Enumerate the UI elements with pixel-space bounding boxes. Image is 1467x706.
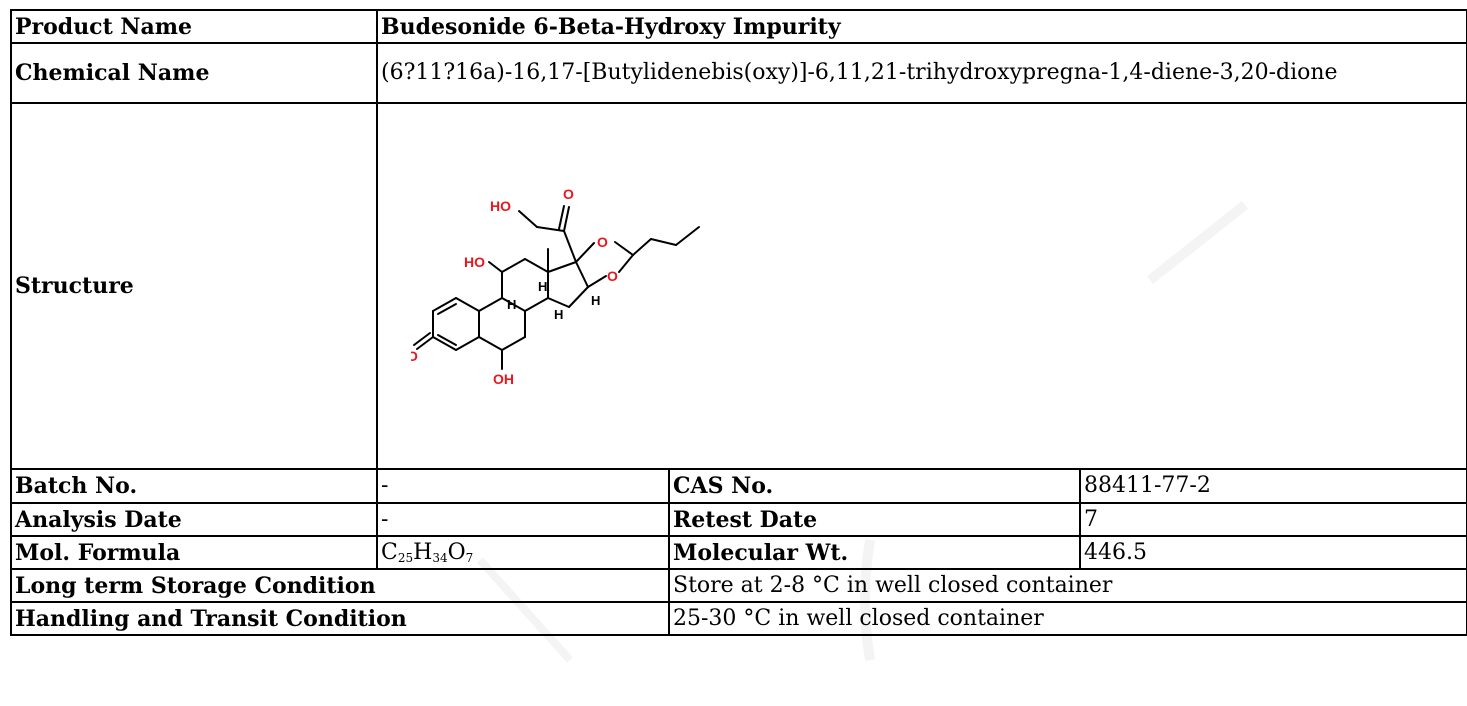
row-handling: Handling and Transit Condition 25-30 °C … [10, 601, 1467, 636]
row-formula: Mol. Formula C25H34O7 Molecular Wt. 446.… [10, 535, 1467, 570]
atom-h-c9: H [507, 297, 516, 312]
mol-wt-value: 446.5 [1079, 535, 1467, 570]
mol-formula-value: C25H34O7 [376, 535, 670, 570]
batch-label: Batch No. [10, 468, 378, 504]
atom-o-ring1: O [597, 234, 608, 250]
atom-o-c3: O [411, 348, 418, 364]
cas-value: 88411-77-2 [1079, 468, 1467, 504]
row-storage: Long term Storage Condition Store at 2-8… [10, 568, 1467, 603]
analysis-date-value: - [376, 502, 670, 537]
atom-ho-top: HO [490, 198, 511, 214]
atom-h-c14: H [554, 307, 563, 322]
retest-date-value: 7 [1079, 502, 1467, 537]
atom-h-c8: H [538, 279, 547, 294]
product-name-value: Budesonide 6-Beta-Hydroxy Impurity [376, 9, 1467, 44]
structure-image: HO O O O HO O OH H H H H [411, 186, 700, 387]
row-dates: Analysis Date - Retest Date 7 [10, 502, 1467, 537]
coa-table: Product Name Budesonide 6-Beta-Hydroxy I… [10, 9, 1467, 636]
atom-ho-c11: HO [464, 254, 485, 270]
storage-label: Long term Storage Condition [10, 568, 670, 603]
atom-o-ring2: O [607, 268, 618, 284]
row-product-name: Product Name Budesonide 6-Beta-Hydroxy I… [10, 9, 1467, 44]
structure-label: Structure [10, 102, 378, 470]
structure-cell: HO O O O HO O OH H H H H [376, 102, 1467, 470]
mol-formula-label: Mol. Formula [10, 535, 378, 570]
row-chemical-name: Chemical Name (6?11?16a)-16,17-[Butylide… [10, 42, 1467, 104]
mol-wt-label: Molecular Wt. [668, 535, 1081, 570]
chemical-name-label: Chemical Name [10, 42, 378, 104]
atom-oh-c6: OH [493, 371, 514, 387]
atom-h-c16: H [591, 293, 600, 308]
atom-o-ketone: O [563, 186, 574, 202]
row-batch: Batch No. - CAS No. 88411-77-2 [10, 468, 1467, 504]
row-structure: Structure [10, 102, 1467, 470]
chemical-name-value: (6?11?16a)-16,17-[Butylidenebis(oxy)]-6,… [376, 42, 1467, 104]
batch-value: - [376, 468, 670, 504]
handling-label: Handling and Transit Condition [10, 601, 670, 636]
storage-value: Store at 2-8 °C in well closed container [668, 568, 1467, 603]
cas-label: CAS No. [668, 468, 1081, 504]
retest-date-label: Retest Date [668, 502, 1081, 537]
product-name-label: Product Name [10, 9, 378, 44]
handling-value: 25-30 °C in well closed container [668, 601, 1467, 636]
analysis-date-label: Analysis Date [10, 502, 378, 537]
